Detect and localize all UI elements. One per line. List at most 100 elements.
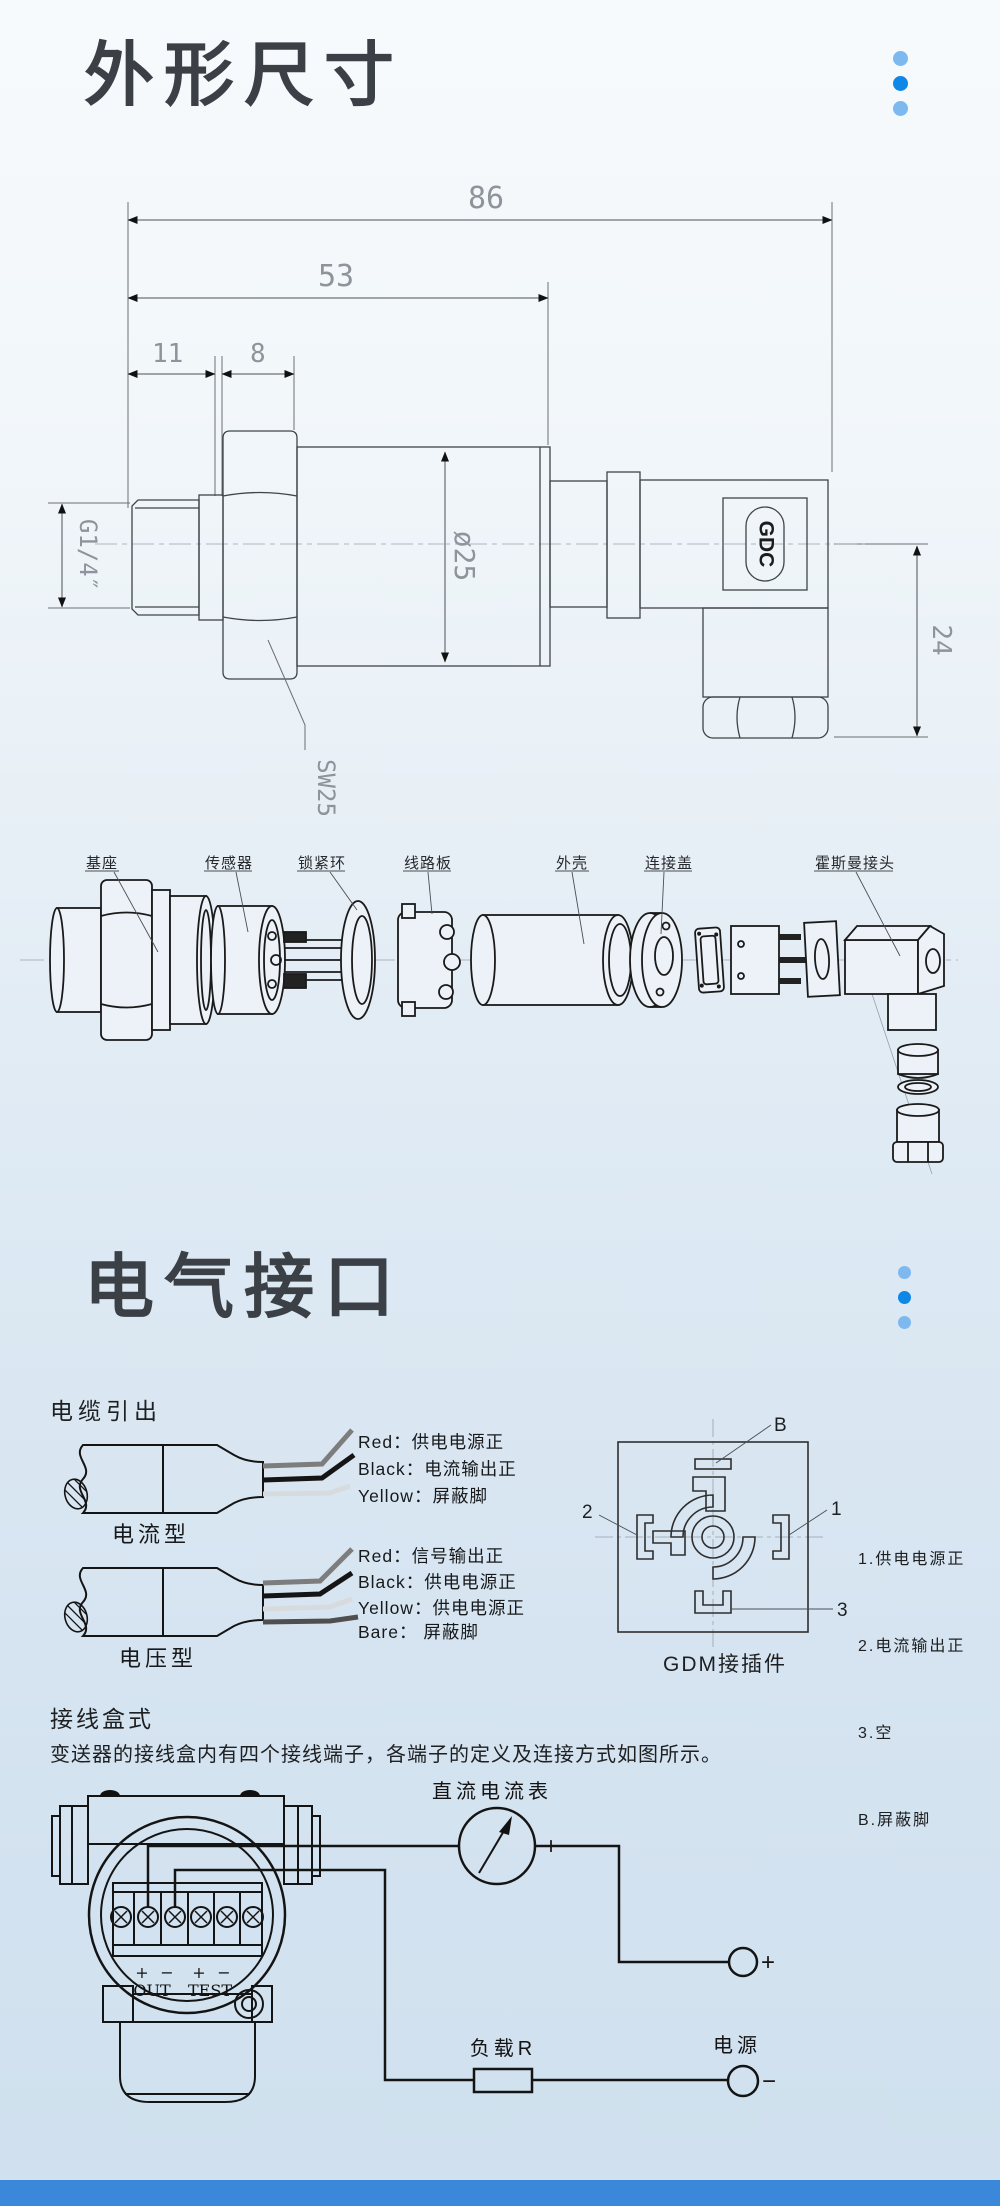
terminal-test: TEST: [188, 1981, 232, 2000]
wire-label: Yellow：屏蔽脚: [358, 1486, 488, 1506]
load-label: 负载R: [470, 2037, 536, 2060]
dim-8: 8: [250, 339, 266, 369]
power-plus: +: [761, 1949, 775, 1976]
gdm-pin-1: [772, 1514, 790, 1560]
gdm-pin-label-1: 1: [831, 1499, 842, 1520]
wire-bare: [262, 1614, 359, 1625]
wire-yellow: [262, 1596, 353, 1612]
gdm-caption: GDM接插件: [663, 1653, 787, 1676]
part-housing: [470, 914, 634, 1006]
gdm-pin-2: [636, 1514, 654, 1560]
gdm-pin-label-b: B: [774, 1415, 787, 1436]
gdm-legend-item: 2.电流输出正: [858, 1638, 966, 1655]
cable-current: Red：供电电源正 Black：电流输出正 Yellow：屏蔽脚 电流型: [61, 1428, 517, 1547]
transmitter-outline: GDC: [131, 430, 829, 739]
meter-minus: −: [440, 1833, 454, 1860]
needle-arrow: [499, 1816, 512, 1835]
meter-plus: +: [544, 1833, 558, 1860]
label-sensor: 传感器: [205, 855, 253, 872]
dim-d25: ø25: [448, 531, 481, 582]
wire-red: [262, 1547, 354, 1586]
cable-diagrams: Red：供电电源正 Black：电流输出正 Yellow：屏蔽脚 电流型 Red…: [61, 1428, 525, 1671]
hex-nut: [222, 430, 298, 680]
part-plate: [803, 920, 841, 998]
main-cylinder: [296, 446, 551, 667]
wire-label: Red：信号输出正: [358, 1546, 504, 1566]
dimension-drawing: 86 53 11 8 ø25 24 G1/4″ GDC: [48, 181, 956, 817]
terminal-minus: −: [160, 1963, 173, 1982]
wire-label: Red：供电电源正: [358, 1432, 504, 1452]
gdm-diagram: B 1 2 3: [582, 1415, 848, 1651]
extension-lines: [48, 202, 928, 738]
gdc-plate: [722, 497, 808, 591]
cable-voltage-caption: 电压型: [119, 1646, 197, 1671]
section-title-dimensions: 外形尺寸: [84, 36, 404, 114]
gdm-bayonet-arc: [712, 1536, 756, 1580]
part-pin-block: [730, 925, 806, 995]
load-resistor: 负载R: [470, 2037, 536, 2094]
part-circuit-board: [397, 903, 461, 1017]
dimension-lines: [58, 216, 921, 737]
label-circuit-board: 线路板: [404, 854, 452, 872]
gdm-legend-item: B.屏蔽脚: [858, 1812, 932, 1829]
footer-bar: [0, 2180, 1000, 2206]
power-label: 电源: [713, 2034, 761, 2057]
power-minus: −: [762, 2068, 776, 2095]
meter-label: 直流电流表: [432, 1780, 552, 1803]
section-title-electrical: 电气接口: [84, 1248, 404, 1326]
part-gasket: [694, 926, 725, 994]
connector-lower: [702, 607, 829, 698]
cable-voltage: Red：信号输出正 Black：供电电源正 Yellow：供电电源正 Bare：…: [61, 1546, 525, 1671]
connector-hex: [702, 696, 829, 739]
terminal-minus: −: [217, 1963, 230, 1982]
part-sensor: [210, 905, 286, 1015]
wire-label: Black：供电电源正: [358, 1572, 517, 1592]
thread-spec: G1/4″: [74, 519, 102, 591]
ammeter: − + 直流电流表: [432, 1780, 558, 1886]
gdm-pin-2-flag: [652, 1530, 686, 1556]
dot-icon: [898, 1291, 911, 1304]
gdm-pin-top: [692, 1476, 726, 1512]
part-base: [49, 879, 216, 1041]
washer: [198, 494, 224, 621]
part-hirschmann: [843, 924, 945, 1031]
terminal-plus: +: [135, 1963, 148, 1982]
gdm-bayonet-arc: [670, 1494, 714, 1538]
dot-icon: [898, 1316, 911, 1329]
exploded-view: 基座 传感器 锁紧环 线路板 外壳 连接盖 霍斯曼接头: [20, 854, 958, 1175]
wiring-diagram: + − + − OUT TEST − + 直流电流表: [51, 1780, 776, 2103]
terminal-out: OUT: [133, 1981, 171, 2000]
wire-black: [262, 1570, 354, 1599]
label-housing: 外壳: [556, 855, 588, 872]
transmitter-drawing: + − + − OUT TEST: [51, 1790, 321, 2103]
gdc-badge: [745, 506, 785, 582]
label-base: 基座: [86, 855, 118, 872]
wrench-size: SW25: [312, 759, 340, 817]
gdm-legend: 1.供电电源正 2.电流输出正 3.空 B.屏蔽脚: [858, 1487, 965, 1893]
thread-stub: [131, 499, 200, 616]
label-lock-ring: 锁紧环: [298, 855, 346, 872]
cable-section-title: 电缆引出: [50, 1398, 162, 1424]
label-hirschmann: 霍斯曼接头: [815, 855, 895, 872]
wire-red: [262, 1428, 354, 1469]
dim-53: 53: [318, 259, 354, 294]
wire-label: Yellow：供电电源正: [358, 1598, 525, 1618]
dim-11: 11: [152, 339, 183, 369]
wire-black: [262, 1452, 356, 1483]
dot-icon: [898, 1266, 911, 1279]
wire-yellow: [262, 1483, 351, 1497]
gdc-label: GDC: [754, 521, 777, 568]
dim-86: 86: [468, 181, 504, 216]
terminal-screws: [110, 1906, 264, 1928]
gdm-pin-label-2: 2: [582, 1502, 593, 1523]
cable-current-caption: 电流型: [112, 1522, 190, 1547]
gdm-legend-item: 3.空: [858, 1725, 894, 1742]
collar: [606, 471, 641, 619]
gdm-pin-label-3: 3: [837, 1600, 848, 1621]
dot-icon: [893, 51, 908, 66]
part-lock-ring: [340, 900, 376, 1020]
wire-label: Black：电流输出正: [358, 1459, 517, 1479]
dot-icon: [893, 76, 908, 91]
circuit-wires: [146, 1844, 729, 2082]
wire-label: Bare： 屏蔽脚: [358, 1622, 479, 1642]
